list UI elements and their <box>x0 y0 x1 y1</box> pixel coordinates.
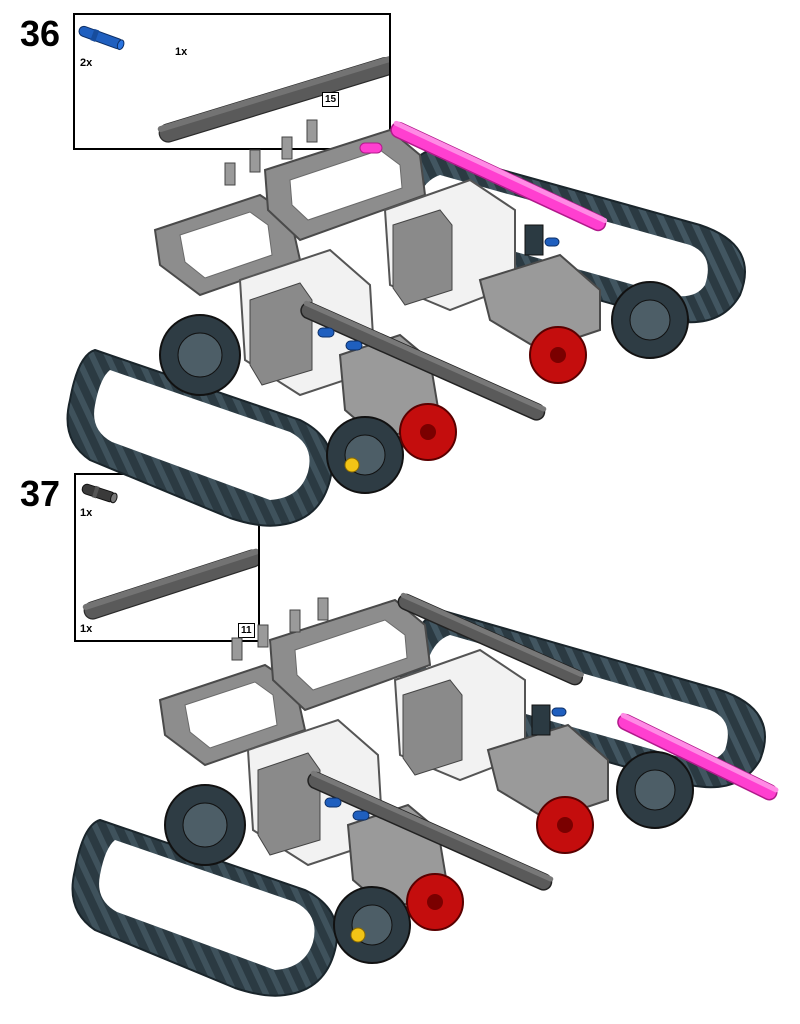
blue-axle-pin-icon <box>78 25 125 51</box>
model-step-37 <box>71 592 779 997</box>
dark-axle-pin-icon <box>81 483 118 504</box>
parts-callout-graphic <box>81 483 258 620</box>
beam-length-badge: 15 <box>322 92 340 107</box>
model-step-36 <box>66 119 746 527</box>
step-number: 36 <box>20 13 61 54</box>
new-beam-highlight <box>617 712 779 801</box>
parts-callout-graphic <box>78 25 389 143</box>
part-quantity: 1x <box>80 623 93 635</box>
parts-callout: 2x 1x 15 <box>73 13 391 150</box>
part-quantity: 2x <box>80 57 93 69</box>
part-quantity: 1x <box>175 46 188 58</box>
step-number: 37 <box>20 473 61 514</box>
beam-length-badge: 11 <box>238 623 255 638</box>
part-quantity: 1x <box>80 507 93 519</box>
new-beam-highlight <box>390 120 608 232</box>
beam-15-icon <box>157 56 389 143</box>
beam-11-icon <box>82 548 258 620</box>
